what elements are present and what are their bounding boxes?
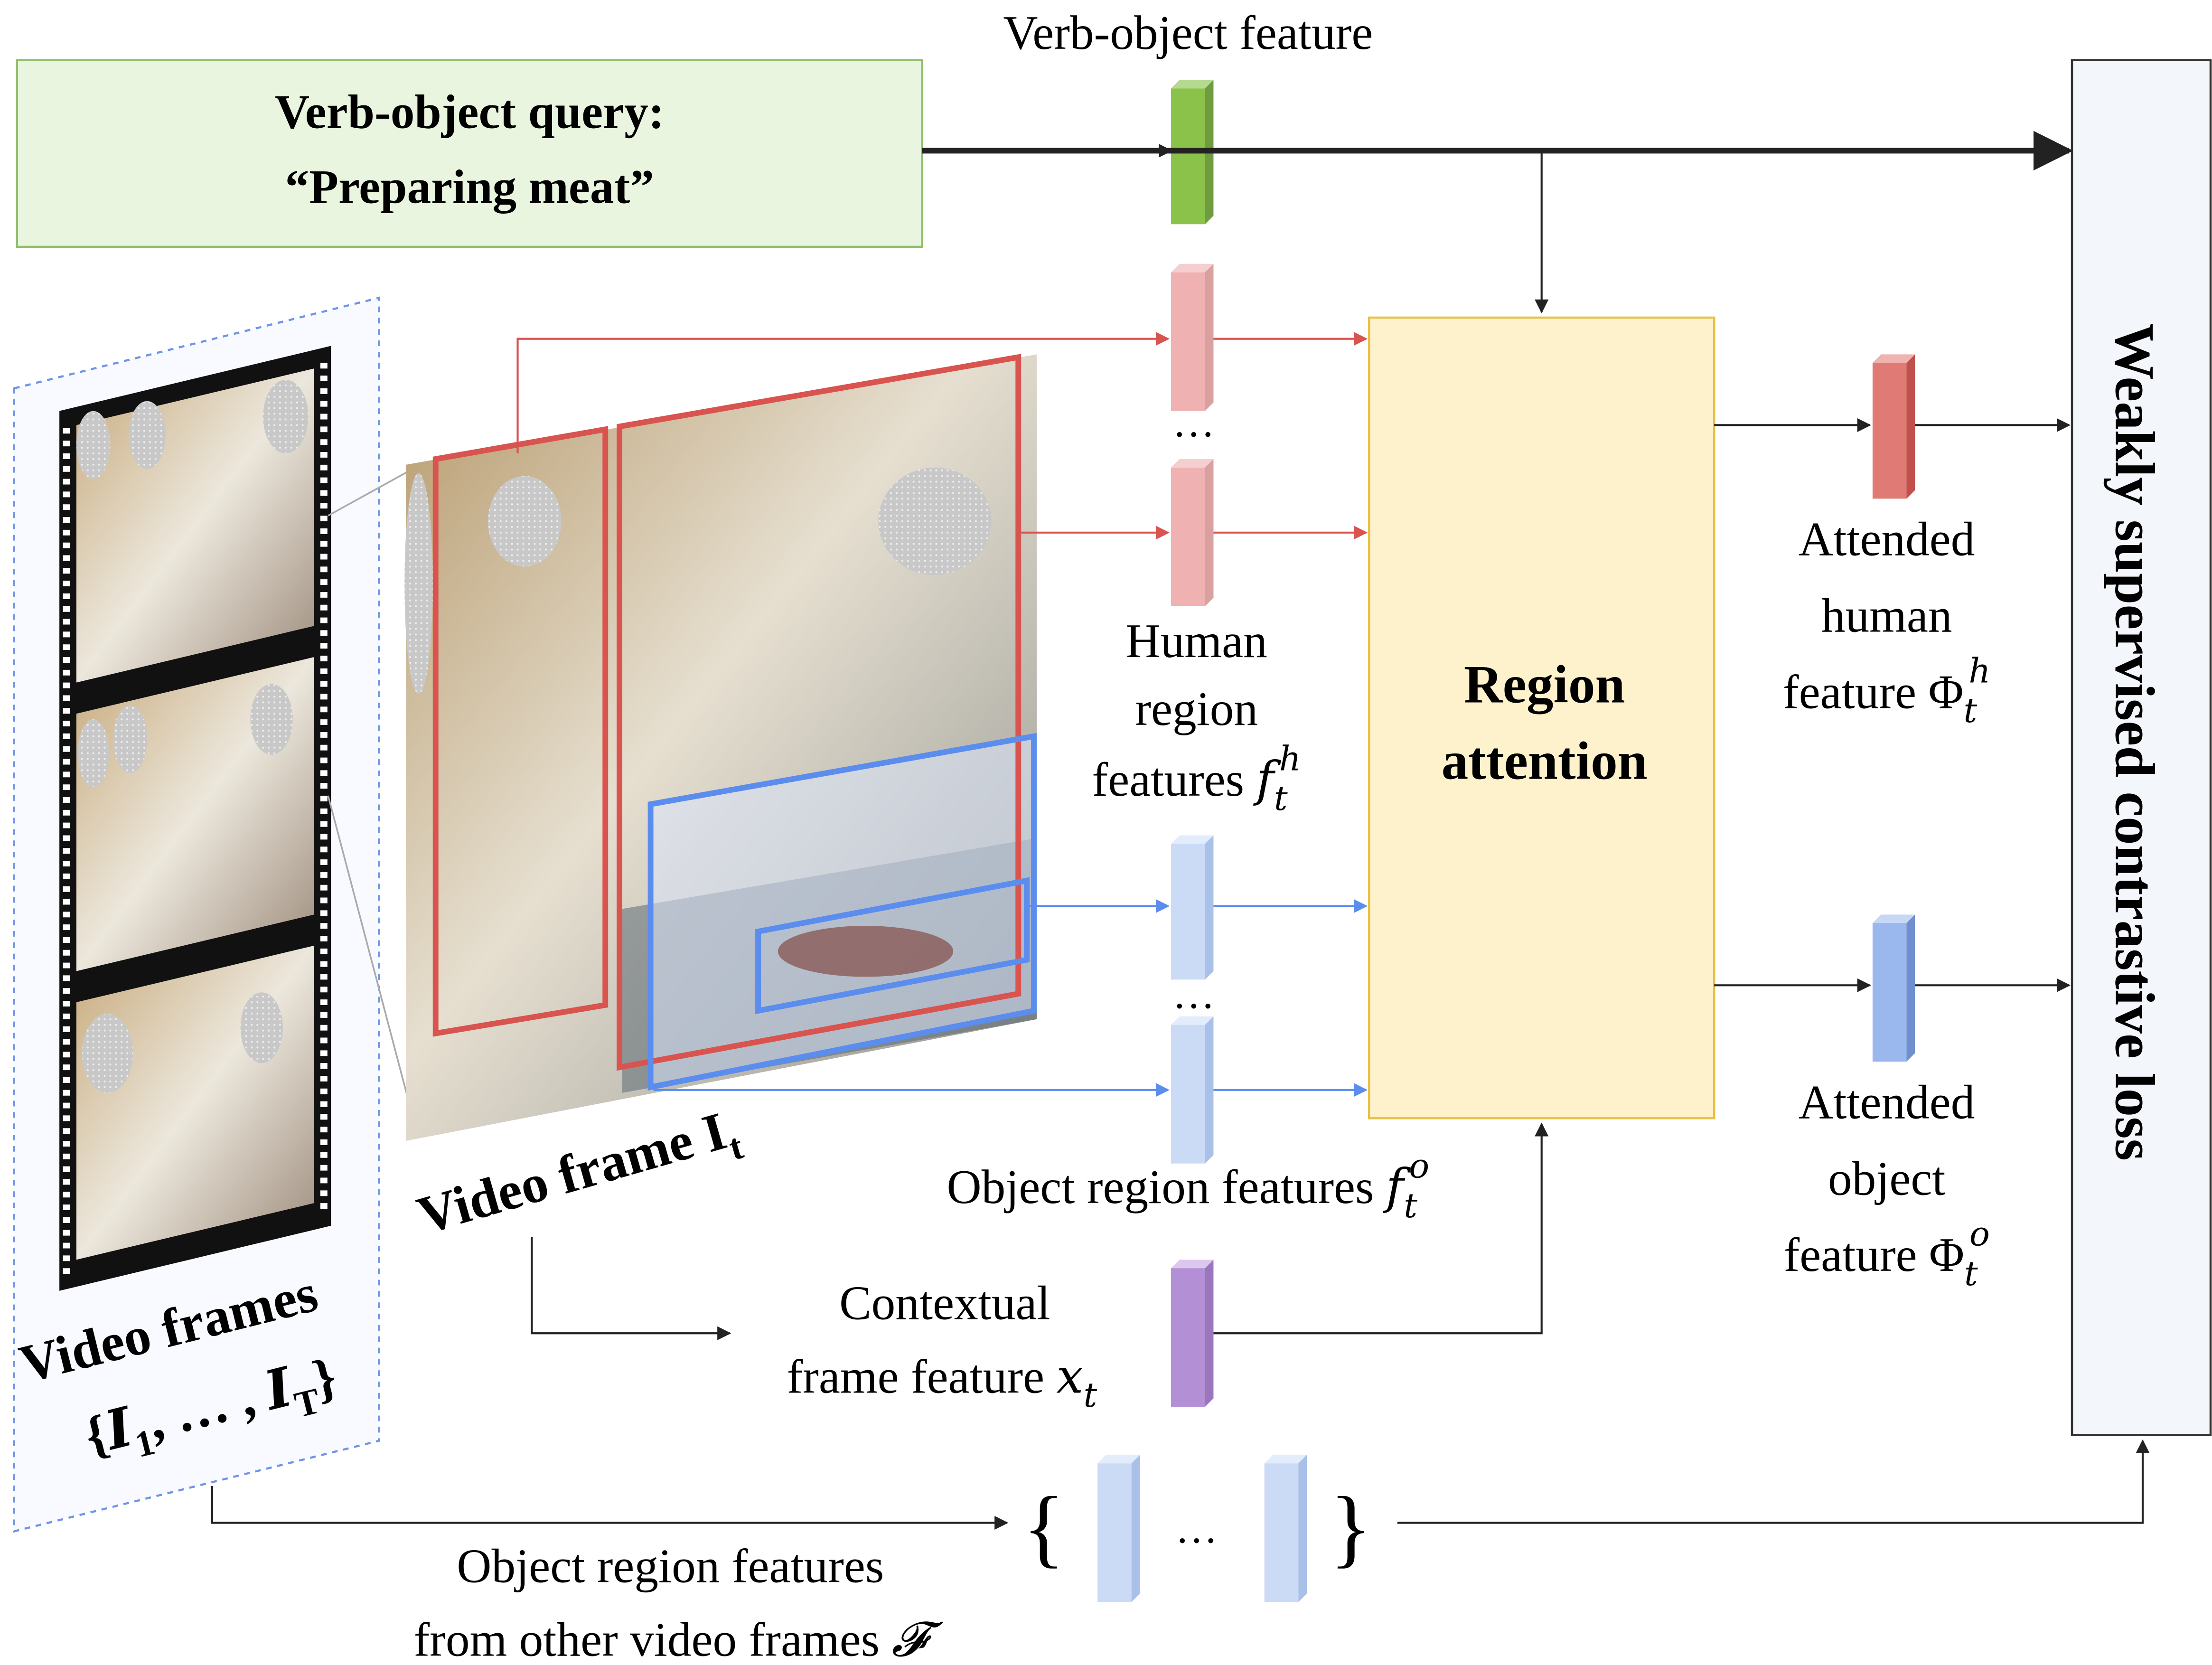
- contextual-to-attention-arrow: [1213, 1122, 1549, 1335]
- verb-object-feature-label: Verb-object feature: [1003, 6, 1373, 59]
- object-region-features-label: Object region features fto: [947, 1147, 1429, 1225]
- svg-text:from other video frames 𝓕: from other video frames 𝓕: [413, 1611, 943, 1665]
- svg-text:feature Φth: feature Φth: [1783, 651, 1990, 730]
- zoom-line-top: [328, 470, 411, 517]
- svg-text:feature Φto: feature Φto: [1783, 1214, 1989, 1293]
- svg-text:Human: Human: [1126, 614, 1267, 668]
- frame-to-contextual-arrow: [531, 1237, 731, 1340]
- attended-human-feature-vector: [1872, 354, 1915, 499]
- object-bbox-1: [647, 733, 1037, 1091]
- attended-human-feature-label: Attended human feature Φth: [1783, 513, 1990, 731]
- verb-object-query-box: Verb-object query: “Preparing meat”: [16, 59, 923, 248]
- svg-text:features fth: features fth: [1092, 739, 1301, 818]
- svg-text:Contextual: Contextual: [839, 1276, 1050, 1329]
- object-features-ellipsis: …: [1172, 970, 1215, 1017]
- frames-to-other-features-arrow: [211, 1486, 1009, 1530]
- other-frames-brace-open: {: [1023, 1478, 1065, 1576]
- region-attention-line2: attention: [1442, 731, 1648, 790]
- video-frames-panel: [13, 296, 380, 1533]
- face-blur-marks-frame: [404, 467, 992, 694]
- query-title: Verb-object query:: [275, 85, 665, 139]
- object-bbox-2: [755, 877, 1030, 1015]
- svg-text:human: human: [1821, 589, 1952, 642]
- svg-text:Attended: Attended: [1799, 513, 1975, 566]
- human-bbox-1: [432, 426, 609, 1037]
- film-sprocket-holes: [63, 363, 328, 1277]
- object-feature-vector-1: [1171, 835, 1214, 980]
- human-feature-vector-n: [1171, 459, 1214, 606]
- contrastive-loss-label: Weakly supervised contrastive loss: [2103, 323, 2166, 1161]
- region-attention-box: Region attention: [1368, 316, 1715, 1119]
- object-feature-vector-n: [1171, 1016, 1214, 1164]
- other-features-to-loss-arrow: [1397, 1439, 2150, 1524]
- contrastive-loss-box: Weakly supervised contrastive loss: [2071, 59, 2212, 1437]
- other-frames-brace-close: }: [1330, 1478, 1372, 1576]
- contextual-frame-feature-label: Contextual frame feature xt: [787, 1276, 1097, 1415]
- other-frames-features-label: Object region features from other video …: [413, 1540, 943, 1665]
- attended-object-feature-label: Attended object feature Φto: [1783, 1075, 1989, 1293]
- contextual-feature-vector: [1171, 1260, 1214, 1407]
- svg-text:Object region features fto: Object region features fto: [947, 1147, 1429, 1225]
- query-text: “Preparing meat”: [285, 160, 654, 214]
- other-frame-feature-vector-n: [1264, 1455, 1307, 1602]
- svg-text:Object region features: Object region features: [457, 1540, 884, 1593]
- face-blur-marks-thumbnails: [76, 380, 309, 1093]
- human-bbox-2: [617, 354, 1022, 1071]
- zoom-line-bottom: [327, 795, 411, 1107]
- human-region-1-arrow: [516, 332, 1170, 453]
- video-frame-image: [404, 354, 1037, 1141]
- attended-object-feature-vector: [1872, 914, 1915, 1062]
- svg-text:frame feature xt: frame feature xt: [787, 1348, 1097, 1415]
- other-frames-ellipsis: …: [1175, 1505, 1218, 1552]
- region-attention-line1: Region: [1464, 655, 1625, 714]
- human-feature-vector-1: [1171, 263, 1214, 411]
- human-features-ellipsis: …: [1172, 399, 1215, 446]
- svg-text:object: object: [1828, 1152, 1946, 1205]
- human-region-features-label: Human region features fth: [1092, 614, 1301, 818]
- other-frame-feature-vector-1: [1097, 1455, 1140, 1602]
- svg-text:region: region: [1135, 682, 1258, 735]
- svg-text:Attended: Attended: [1799, 1075, 1975, 1129]
